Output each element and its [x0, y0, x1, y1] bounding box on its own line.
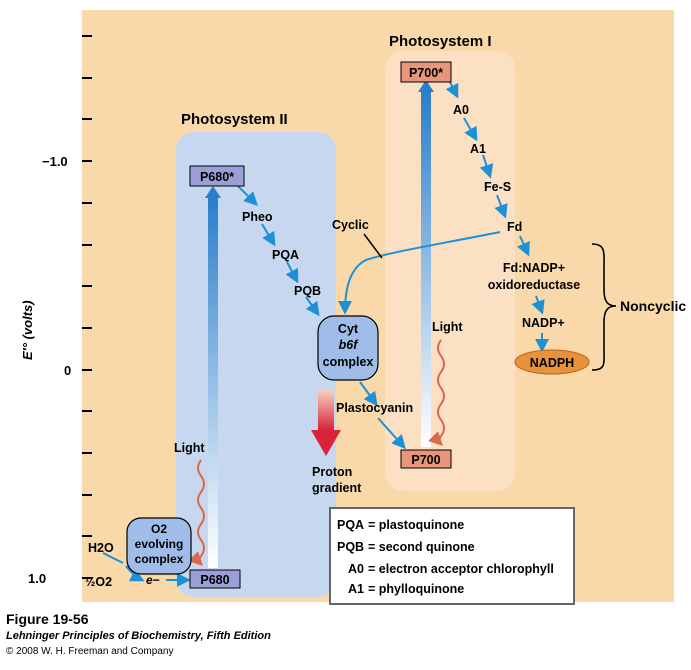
photosystem-i-title: Photosystem I — [389, 33, 492, 50]
half-o2-label: ½O2 — [85, 575, 112, 589]
axis-ticks — [82, 35, 92, 579]
water-arrow — [102, 552, 124, 564]
ps1-light-label: Light — [432, 320, 463, 334]
fdnadp-line1: Fd:NADP+ — [503, 261, 565, 275]
cyclic-pointer-line — [363, 233, 383, 259]
electron-label: e− — [146, 573, 160, 587]
legend-def-2: = electron acceptor chlorophyll — [368, 562, 554, 576]
proton-label-1: Proton — [312, 465, 352, 479]
p700-star-label: P700* — [409, 66, 443, 80]
p700-box — [400, 449, 452, 469]
legend-term-2: A0 — [348, 562, 364, 576]
fes-label: Fe-S — [484, 180, 511, 194]
cyt-line1: Cyt — [338, 322, 359, 336]
legend-term-1: PQB — [337, 540, 364, 554]
figure-copyright: © 2008 W. H. Freeman and Company — [6, 646, 174, 657]
p680-star-box — [189, 165, 245, 187]
plastocyanin-label: Plastocyanin — [336, 401, 413, 415]
o2-line1: O2 — [151, 522, 167, 536]
p680-box — [189, 569, 241, 589]
proton-gradient-arrow — [311, 390, 341, 456]
figure-number: Figure 19-56 — [6, 611, 89, 627]
legend-term-3: A1 — [348, 582, 364, 596]
ps2-excitation-arrow — [205, 186, 221, 568]
proton-label-2: gradient — [312, 481, 362, 495]
nadph-ellipse — [514, 349, 590, 375]
cyclic-label: Cyclic — [332, 218, 369, 232]
ps2-light-wave — [188, 459, 205, 566]
p680-label: P680 — [200, 573, 229, 587]
ps1-excitation-arrow — [418, 80, 434, 447]
electron-flow-arrows — [125, 75, 549, 587]
o2-evolving-complex — [126, 517, 192, 575]
legend-term-0: PQA — [337, 518, 364, 532]
noncyclic-brace — [591, 243, 617, 371]
fd-label: Fd — [507, 220, 522, 234]
tick-label-0: 0 — [64, 363, 71, 378]
legend-def-0: = plastoquinone — [368, 518, 464, 532]
p700-label: P700 — [411, 453, 440, 467]
fdnadp-line2: oxidoreductase — [488, 278, 580, 292]
cyt-line2: b6f — [339, 338, 360, 352]
figure-source: Lehninger Principles of Biochemistry, Fi… — [6, 630, 271, 642]
o2-line3: complex — [135, 552, 184, 566]
a0-label: A0 — [453, 103, 469, 117]
legend-box — [329, 507, 575, 605]
tick-label-1: 1.0 — [28, 571, 46, 586]
nadp-label: NADP+ — [522, 316, 565, 330]
ps2-light-label: Light — [174, 441, 205, 455]
pqb-label: PQB — [294, 284, 321, 298]
water-label: H2O — [88, 541, 114, 555]
cyt-line3: complex — [323, 355, 374, 369]
legend-def-1: = second quinone — [368, 540, 475, 554]
tick-label-neg1: −1.0 — [42, 154, 68, 169]
p700-star-box — [400, 61, 452, 83]
a1-label: A1 — [470, 142, 486, 156]
nadph-label: NADPH — [530, 356, 574, 370]
ps1-light-wave — [428, 339, 445, 446]
noncyclic-label: Noncyclic — [620, 298, 686, 314]
o2-line2: evolving — [135, 537, 184, 551]
photosystem-i-panel — [385, 51, 515, 491]
cyt-b6f-complex — [317, 315, 379, 381]
axis-label: E′° (volts) — [20, 300, 35, 360]
legend-def-3: = phylloquinone — [368, 582, 464, 596]
pheo-label: Pheo — [242, 210, 273, 224]
p680-star-label: P680* — [200, 170, 234, 184]
pqa-label: PQA — [272, 248, 299, 262]
photosystem-ii-title: Photosystem II — [181, 111, 288, 128]
